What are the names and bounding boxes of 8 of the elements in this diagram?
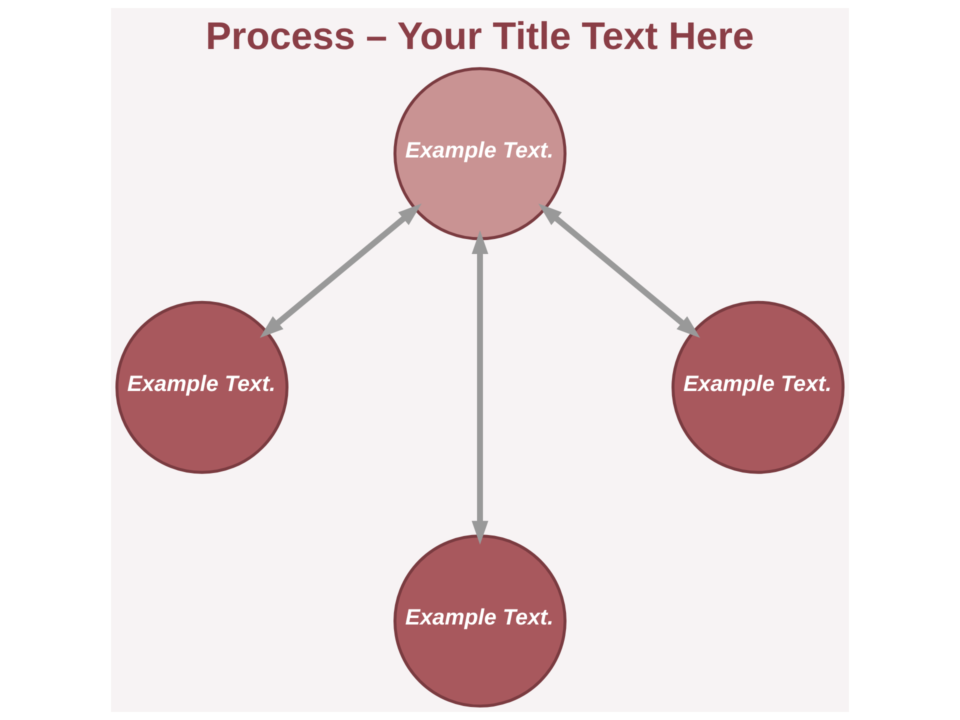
node-circle: Example Text.: [672, 300, 845, 474]
arrow: [538, 204, 700, 338]
arrow: [260, 204, 422, 338]
arrow: [472, 230, 488, 545]
node-circle: Example Text.: [393, 67, 567, 240]
node-circle: Example Text.: [115, 300, 288, 474]
node-circle: Example Text.: [393, 534, 567, 708]
diagram-title: Process – Your Title Text Here: [206, 15, 754, 58]
